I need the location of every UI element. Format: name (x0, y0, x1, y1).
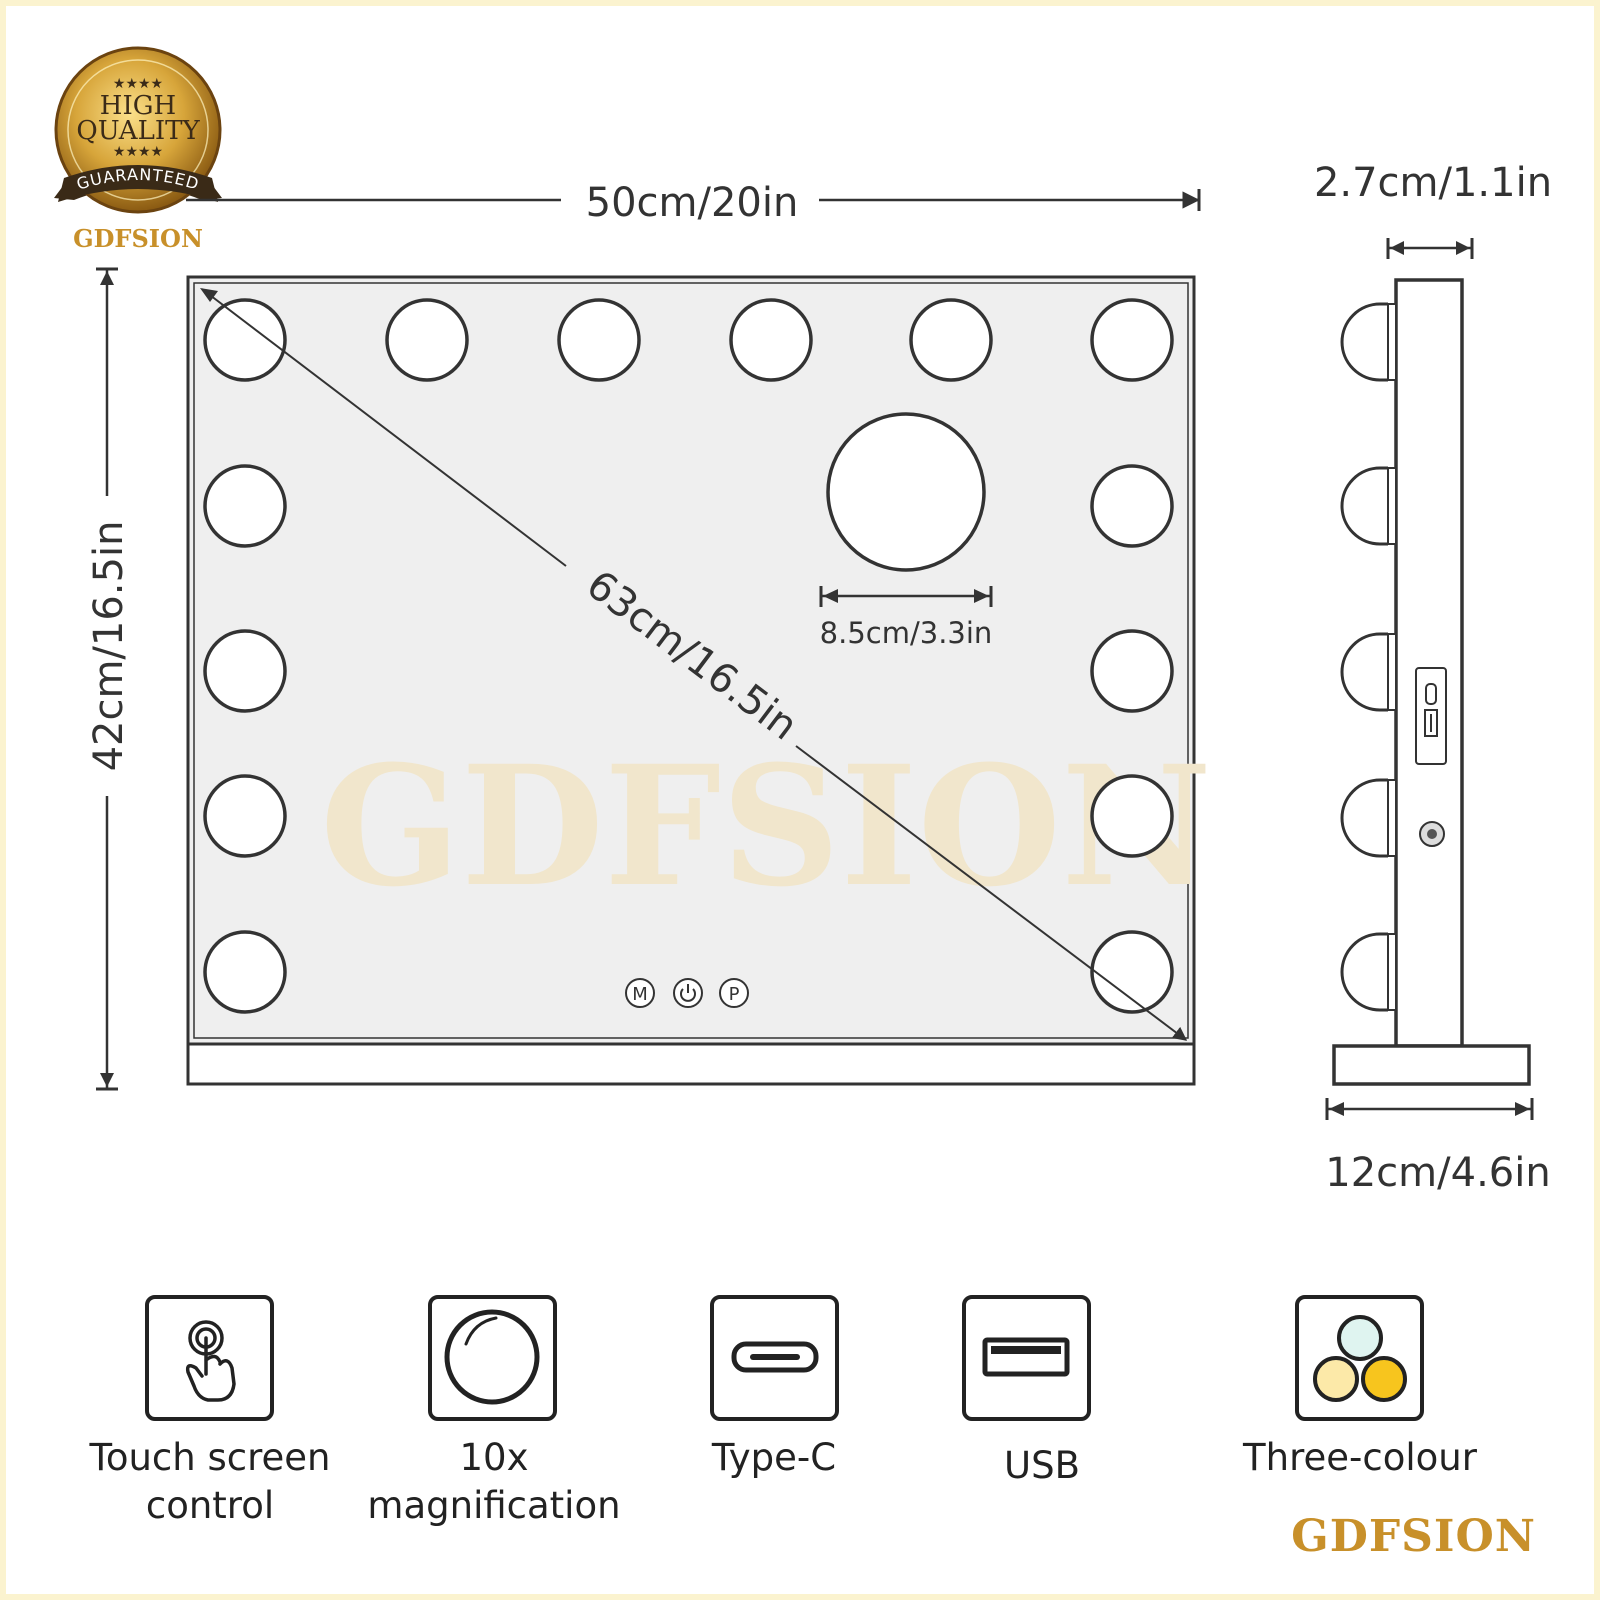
touch-control-buttons: M P (625, 978, 749, 1008)
side-bulb (1340, 932, 1388, 1012)
feature-three-colour (1295, 1295, 1424, 1421)
badge-line-2: QUALITY (76, 116, 200, 146)
feature-label-usb: USB (1004, 1444, 1080, 1487)
feature-label-type-c: Type-C (711, 1436, 837, 1479)
usb-port-icon (982, 1337, 1070, 1377)
feature-label-magnification: 10x magnification (367, 1436, 621, 1528)
side-bulb (1340, 778, 1388, 858)
side-bulb (1340, 466, 1388, 546)
bulb (1090, 464, 1174, 548)
badge-stars-bottom: ★★★★ (113, 144, 163, 160)
bulb-row-top (203, 298, 1174, 382)
mode-button-label: M (632, 984, 648, 1005)
badge-inner-ring (67, 59, 209, 201)
feature-touch (145, 1295, 274, 1421)
depth-dimension: 2.7cm/1.1in (1314, 160, 1552, 259)
bulb (729, 298, 813, 382)
bulb-column-left (203, 464, 287, 1014)
bulb (203, 930, 287, 1014)
feature-usb (962, 1295, 1091, 1421)
badge-ribbon-front (58, 165, 218, 202)
feature-label-three-colour: Three-colour (1243, 1436, 1477, 1479)
touch-hand-icon (185, 1320, 236, 1402)
brand-logo-footer: GDFSION (1291, 1511, 1536, 1562)
bulb (1090, 629, 1174, 713)
side-bulbs (1340, 302, 1397, 1012)
mirror-dimension-diagram: ★★★★ HIGH QUALITY ★★★★ GUARANTEED GDFSIO… (54, 46, 1552, 1421)
quality-badge: ★★★★ HIGH QUALITY ★★★★ GUARANTEED (54, 46, 222, 214)
magnifier-icon (444, 1309, 540, 1405)
brand-watermark: GDFSION (320, 729, 1212, 923)
bulb (203, 629, 287, 713)
magnifier-dimension: 8.5cm/3.3in (819, 586, 993, 650)
bulb (203, 464, 287, 548)
width-dimension: 50cm/20in (186, 180, 1201, 226)
brand-logo-top: GDFSION (73, 224, 203, 253)
preset-button (719, 978, 749, 1008)
badge-line-1: HIGH (100, 91, 176, 121)
mirror-base (186, 1042, 1196, 1086)
bulb (385, 298, 469, 382)
magnifying-mirror (826, 412, 986, 572)
side-ports (1415, 667, 1447, 847)
mode-button (625, 978, 655, 1008)
base-dimension-label: 12cm/4.6in (1325, 1150, 1550, 1196)
magnifier-dimension-label: 8.5cm/3.3in (820, 616, 993, 650)
badge-stars-top: ★★★★ (113, 76, 163, 92)
mirror-front-view: GDFSION 8 (186, 275, 1212, 1086)
side-frame (1394, 278, 1464, 1048)
mirror-side-view: 2.7cm/1.1in (1314, 160, 1552, 1196)
side-base (1332, 1044, 1531, 1086)
bulb (203, 774, 287, 858)
feature-magnification (428, 1295, 557, 1421)
bulb (557, 298, 641, 382)
height-dimension-label: 42cm/16.5in (86, 521, 132, 772)
bulb (1090, 930, 1174, 1014)
bulb (1090, 298, 1174, 382)
width-dimension-label: 50cm/20in (586, 180, 799, 226)
three-colour-icon (1313, 1315, 1407, 1402)
side-bulb (1340, 302, 1388, 382)
bulb (203, 298, 287, 382)
base-dimension: 12cm/4.6in (1325, 1098, 1551, 1196)
bulb (1090, 774, 1174, 858)
bulb (909, 298, 993, 382)
feature-type-c (710, 1295, 839, 1421)
preset-button-label: P (729, 984, 740, 1005)
mirror-inner-edge (193, 282, 1189, 1039)
bulb-column-right (1090, 464, 1174, 1014)
power-icon (680, 988, 696, 1002)
side-bulb (1340, 632, 1388, 712)
type-c-port (1425, 683, 1437, 705)
height-dimension: 42cm/16.5in (86, 267, 132, 1091)
feature-label-touch: Touch screen control (89, 1436, 331, 1528)
depth-dimension-label: 2.7cm/1.1in (1314, 160, 1552, 206)
